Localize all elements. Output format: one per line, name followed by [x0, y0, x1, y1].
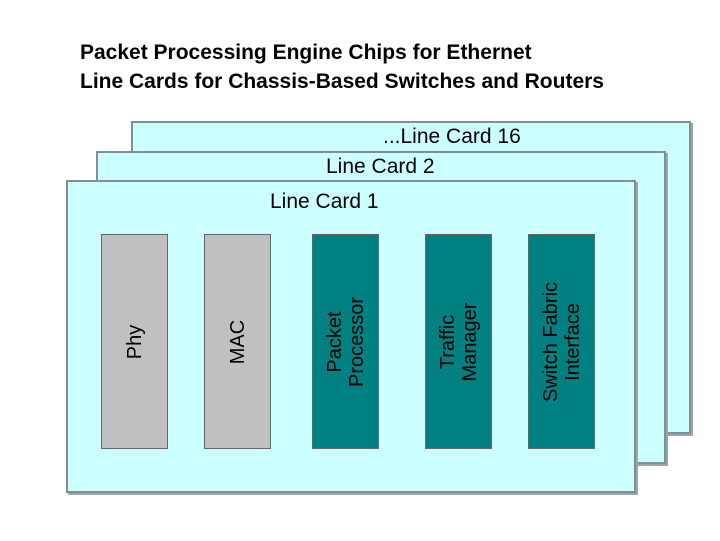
- diagram-title: Packet Processing Engine Chips for Ether…: [80, 38, 604, 96]
- phy-label: Phy: [124, 324, 146, 358]
- phy-block: Phy: [101, 234, 168, 449]
- traffic-manager-label: Traffic Manager: [437, 302, 481, 381]
- title-line-2: Line Cards for Chassis-Based Switches an…: [80, 70, 604, 93]
- packet-processor-block: Packet Processor: [312, 234, 379, 449]
- phy-label-line-1: Phy: [123, 324, 146, 359]
- switch-fabric-interface-label: Switch Fabric Interface: [540, 281, 584, 401]
- packet-processor-label-line-2: Processor: [345, 296, 368, 387]
- line-card-1-label: Line Card 1: [270, 190, 379, 213]
- line-card-2-label: Line Card 2: [326, 155, 435, 178]
- mac-label: MAC: [227, 319, 249, 363]
- packet-processor-label-line-1: Packet: [323, 310, 346, 373]
- switch-fabric-interface-label-line-1: Switch Fabric: [539, 281, 562, 402]
- traffic-manager-block: Traffic Manager: [425, 234, 492, 449]
- packet-processor-label: Packet Processor: [324, 296, 368, 386]
- title-line-1: Packet Processing Engine Chips for Ether…: [80, 41, 532, 64]
- traffic-manager-label-line-2: Manager: [458, 302, 481, 381]
- mac-block: MAC: [204, 234, 271, 449]
- line-card-16-label: ...Line Card 16: [383, 125, 521, 148]
- traffic-manager-label-line-1: Traffic: [436, 314, 459, 369]
- mac-label-line-1: MAC: [226, 319, 249, 364]
- switch-fabric-interface-block: Switch Fabric Interface: [528, 234, 595, 449]
- switch-fabric-interface-label-line-2: Interface: [561, 302, 584, 381]
